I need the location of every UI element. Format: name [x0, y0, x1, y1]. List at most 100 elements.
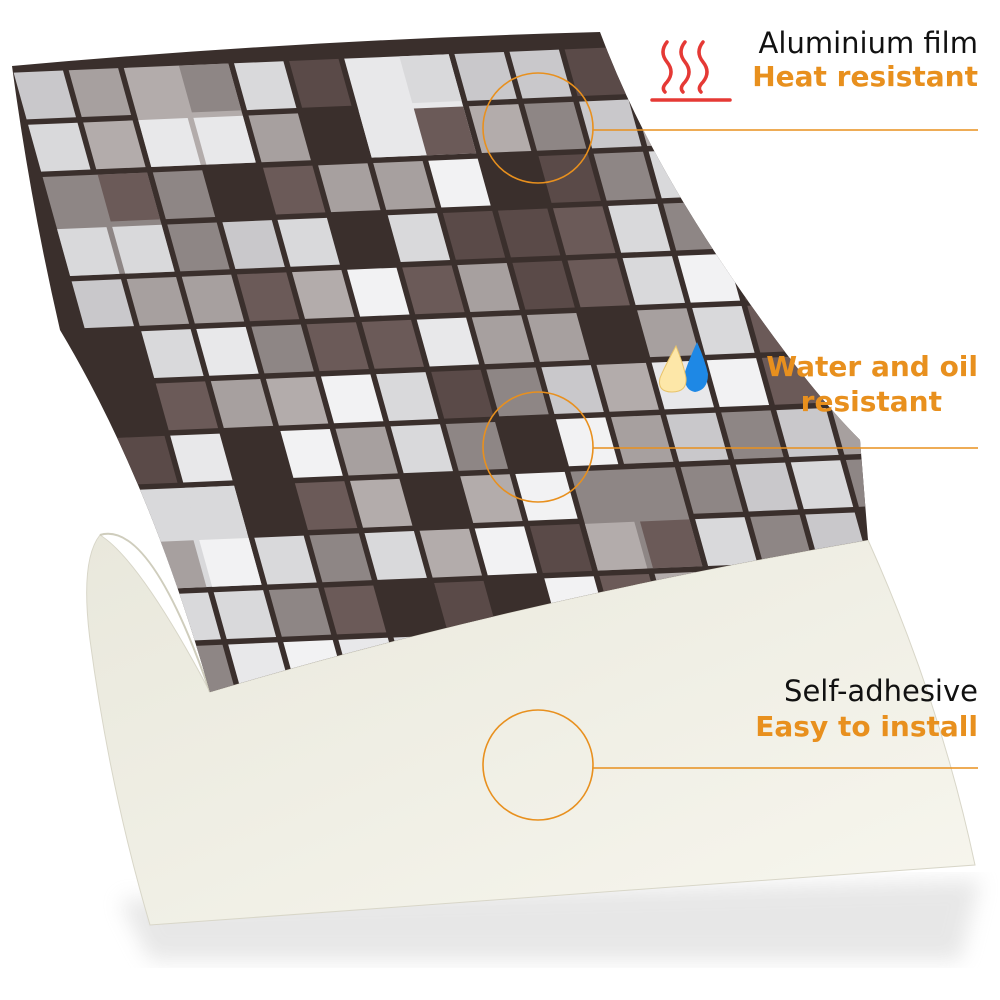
mosaic-tile: [695, 517, 758, 566]
mosaic-tile: [265, 376, 329, 426]
mosaic-tile: [323, 585, 387, 635]
mosaic-tile: [474, 526, 538, 576]
mosaic-tile: [292, 270, 355, 319]
paper-curl-edge: [99, 532, 211, 693]
water-oil-drops-icon: [659, 342, 708, 393]
mosaic-tile: [306, 322, 369, 372]
mosaic-tile: [802, 301, 865, 351]
mosaic-tile: [387, 213, 451, 263]
mosaic-tile: [538, 154, 601, 203]
mosaic-tile: [486, 367, 549, 417]
mosaic-tile: [138, 118, 201, 167]
callout-circle-film: [482, 72, 594, 184]
mosaic-tile: [402, 265, 465, 315]
mosaic-tile: [567, 258, 630, 308]
mosaic-tile: [309, 533, 372, 583]
mosaic-tile: [251, 324, 314, 374]
mosaic-tile: [790, 460, 854, 510]
mosaic-tile: [280, 428, 343, 478]
mosaic-tile: [141, 329, 204, 379]
mosaic-tile: [457, 263, 520, 312]
feature-title: Aluminium film: [758, 26, 978, 60]
mosaic-tile: [199, 537, 262, 587]
mosaic-tile: [234, 61, 297, 111]
mosaic-tile: [541, 365, 604, 415]
mosaic-tile: [471, 315, 535, 365]
mosaic-tile: [350, 478, 413, 528]
mosaic-tile: [416, 317, 480, 367]
mosaic-tile: [553, 206, 616, 256]
mosaic-tile: [776, 408, 839, 457]
feature-subtitle: Heat resistant: [752, 59, 978, 93]
mosaic-tile: [373, 160, 436, 210]
mosaic-tile: [376, 372, 439, 421]
feature-subtitle-line2: resistant: [800, 384, 942, 418]
mosaic-tile: [318, 163, 381, 213]
mosaic-tile: [529, 524, 593, 573]
heat-waves-icon: [650, 40, 732, 102]
mosaic-tile: [83, 120, 146, 170]
mosaic-tile: [358, 108, 422, 158]
mosaic-tile: [689, 94, 752, 144]
mosaic-tile: [706, 358, 770, 408]
mosaic-tile: [152, 170, 216, 220]
mosaic-tile: [497, 208, 561, 258]
adhesive-backing-paper: [86, 534, 976, 926]
mosaic-tile: [71, 279, 135, 329]
mosaic-tile: [454, 51, 517, 101]
callout-circle-adhesive: [482, 709, 594, 821]
mosaic-tile: [236, 272, 300, 322]
mosaic-tile: [442, 210, 506, 260]
mosaic-tile: [347, 267, 410, 317]
mosaic-tile: [787, 249, 851, 299]
mosaic-tile: [750, 514, 813, 564]
mosaic-tile: [335, 426, 398, 476]
mosaic-tile: [268, 587, 332, 637]
mosaic-tile: [13, 70, 77, 120]
callouts: [482, 72, 978, 821]
mosaic-tile: [460, 474, 523, 524]
mosaic-tile: [361, 319, 425, 369]
mosaic-tile: [321, 374, 384, 424]
mosaic-tile: [721, 410, 784, 460]
mosaic-tile: [434, 580, 497, 630]
mosaic-tile: [640, 519, 703, 569]
mosaic-tile: [596, 362, 659, 412]
mosaic-tile: [181, 274, 245, 324]
mosaic-tile: [184, 485, 248, 535]
mosaic-tile: [155, 381, 219, 431]
feature-water-oil: Water and oil resistant: [766, 350, 978, 418]
mosaic-tile: [57, 227, 120, 276]
mosaic-tile: [126, 276, 190, 326]
mosaic-tile: [526, 312, 590, 362]
mosaic-tile: [428, 158, 491, 208]
mosaic-tile: [210, 379, 274, 428]
mosaic-tile: [178, 63, 242, 113]
mosaic-tile: [579, 99, 642, 149]
mosaic-tile: [196, 326, 259, 376]
mosaic-tile: [622, 256, 686, 305]
mosaic-tile: [680, 464, 744, 514]
mosaic-tile: [28, 122, 91, 172]
mosaic-tile: [445, 421, 509, 471]
mosaic-tile: [213, 590, 277, 640]
mosaic-tile: [289, 58, 352, 108]
feature-subtitle-line1: Water and oil: [766, 350, 978, 383]
mosaic-tile: [112, 224, 175, 274]
mosaic-tile: [692, 305, 755, 355]
mosaic-tile: [419, 528, 483, 578]
mosaic-tile: [619, 44, 683, 94]
mosaic-tile: [744, 92, 807, 142]
mosaic-tile: [515, 471, 578, 521]
mosaic-tile: [193, 115, 256, 165]
mosaic-tile: [584, 521, 648, 571]
mosaic-tile: [390, 424, 454, 474]
mosaic-tile: [431, 369, 494, 419]
mosaic-tile: [512, 260, 575, 310]
mosaic-tile: [524, 101, 587, 151]
mosaic-tile: [758, 144, 822, 194]
mosaic-tile: [608, 203, 671, 253]
mosaic-tile: [509, 49, 572, 99]
mosaic-tile: [413, 106, 477, 156]
